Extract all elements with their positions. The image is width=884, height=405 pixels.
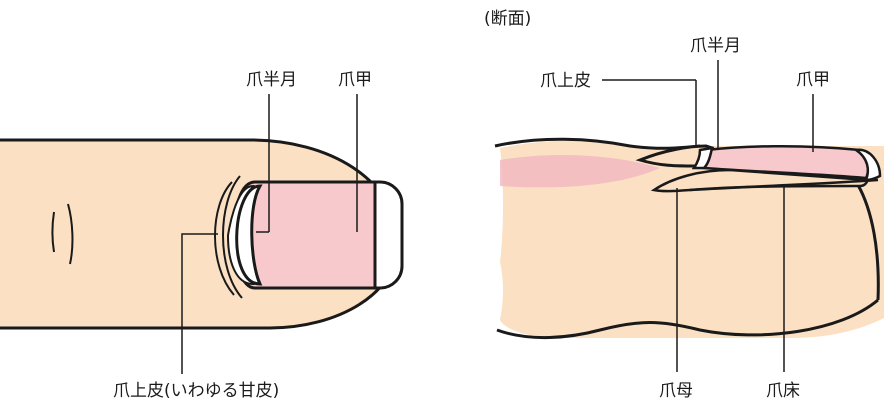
- cuticle-arc: [214, 181, 235, 296]
- finger-skin-right: [500, 140, 884, 338]
- label-cuticle-right: 爪上皮: [540, 71, 591, 91]
- label-nail-bed: 爪床: [766, 381, 800, 401]
- label-nail-plate-right: 爪甲: [796, 70, 830, 90]
- label-lunula-left: 爪半月: [246, 70, 297, 90]
- label-nail-plate-left: 爪甲: [338, 70, 372, 90]
- lunula-shape: [235, 184, 263, 286]
- label-matrix: 爪母: [659, 381, 693, 401]
- section-title: (断面): [484, 9, 531, 29]
- cuticle-pink-area: [500, 154, 660, 188]
- knuckle-crease: [67, 203, 74, 265]
- label-cuticle-left: 爪上皮(いわゆる甘皮): [113, 381, 279, 401]
- knuckle-crease: [51, 211, 55, 253]
- finger-tip-outline: [856, 184, 880, 301]
- label-lunula-right: 爪半月: [690, 36, 741, 56]
- nail-free-edge-section: [852, 148, 882, 182]
- finger-cross-section: [494, 60, 884, 372]
- cuticle-arc: [222, 175, 243, 299]
- nail-bed-layer: [650, 168, 870, 193]
- leader-cuticle: [181, 233, 218, 374]
- nail-bed-line: [689, 178, 879, 192]
- lunula-section: [691, 146, 714, 170]
- finger-bottom-outline: [496, 298, 879, 340]
- finger-top-view: [0, 94, 404, 374]
